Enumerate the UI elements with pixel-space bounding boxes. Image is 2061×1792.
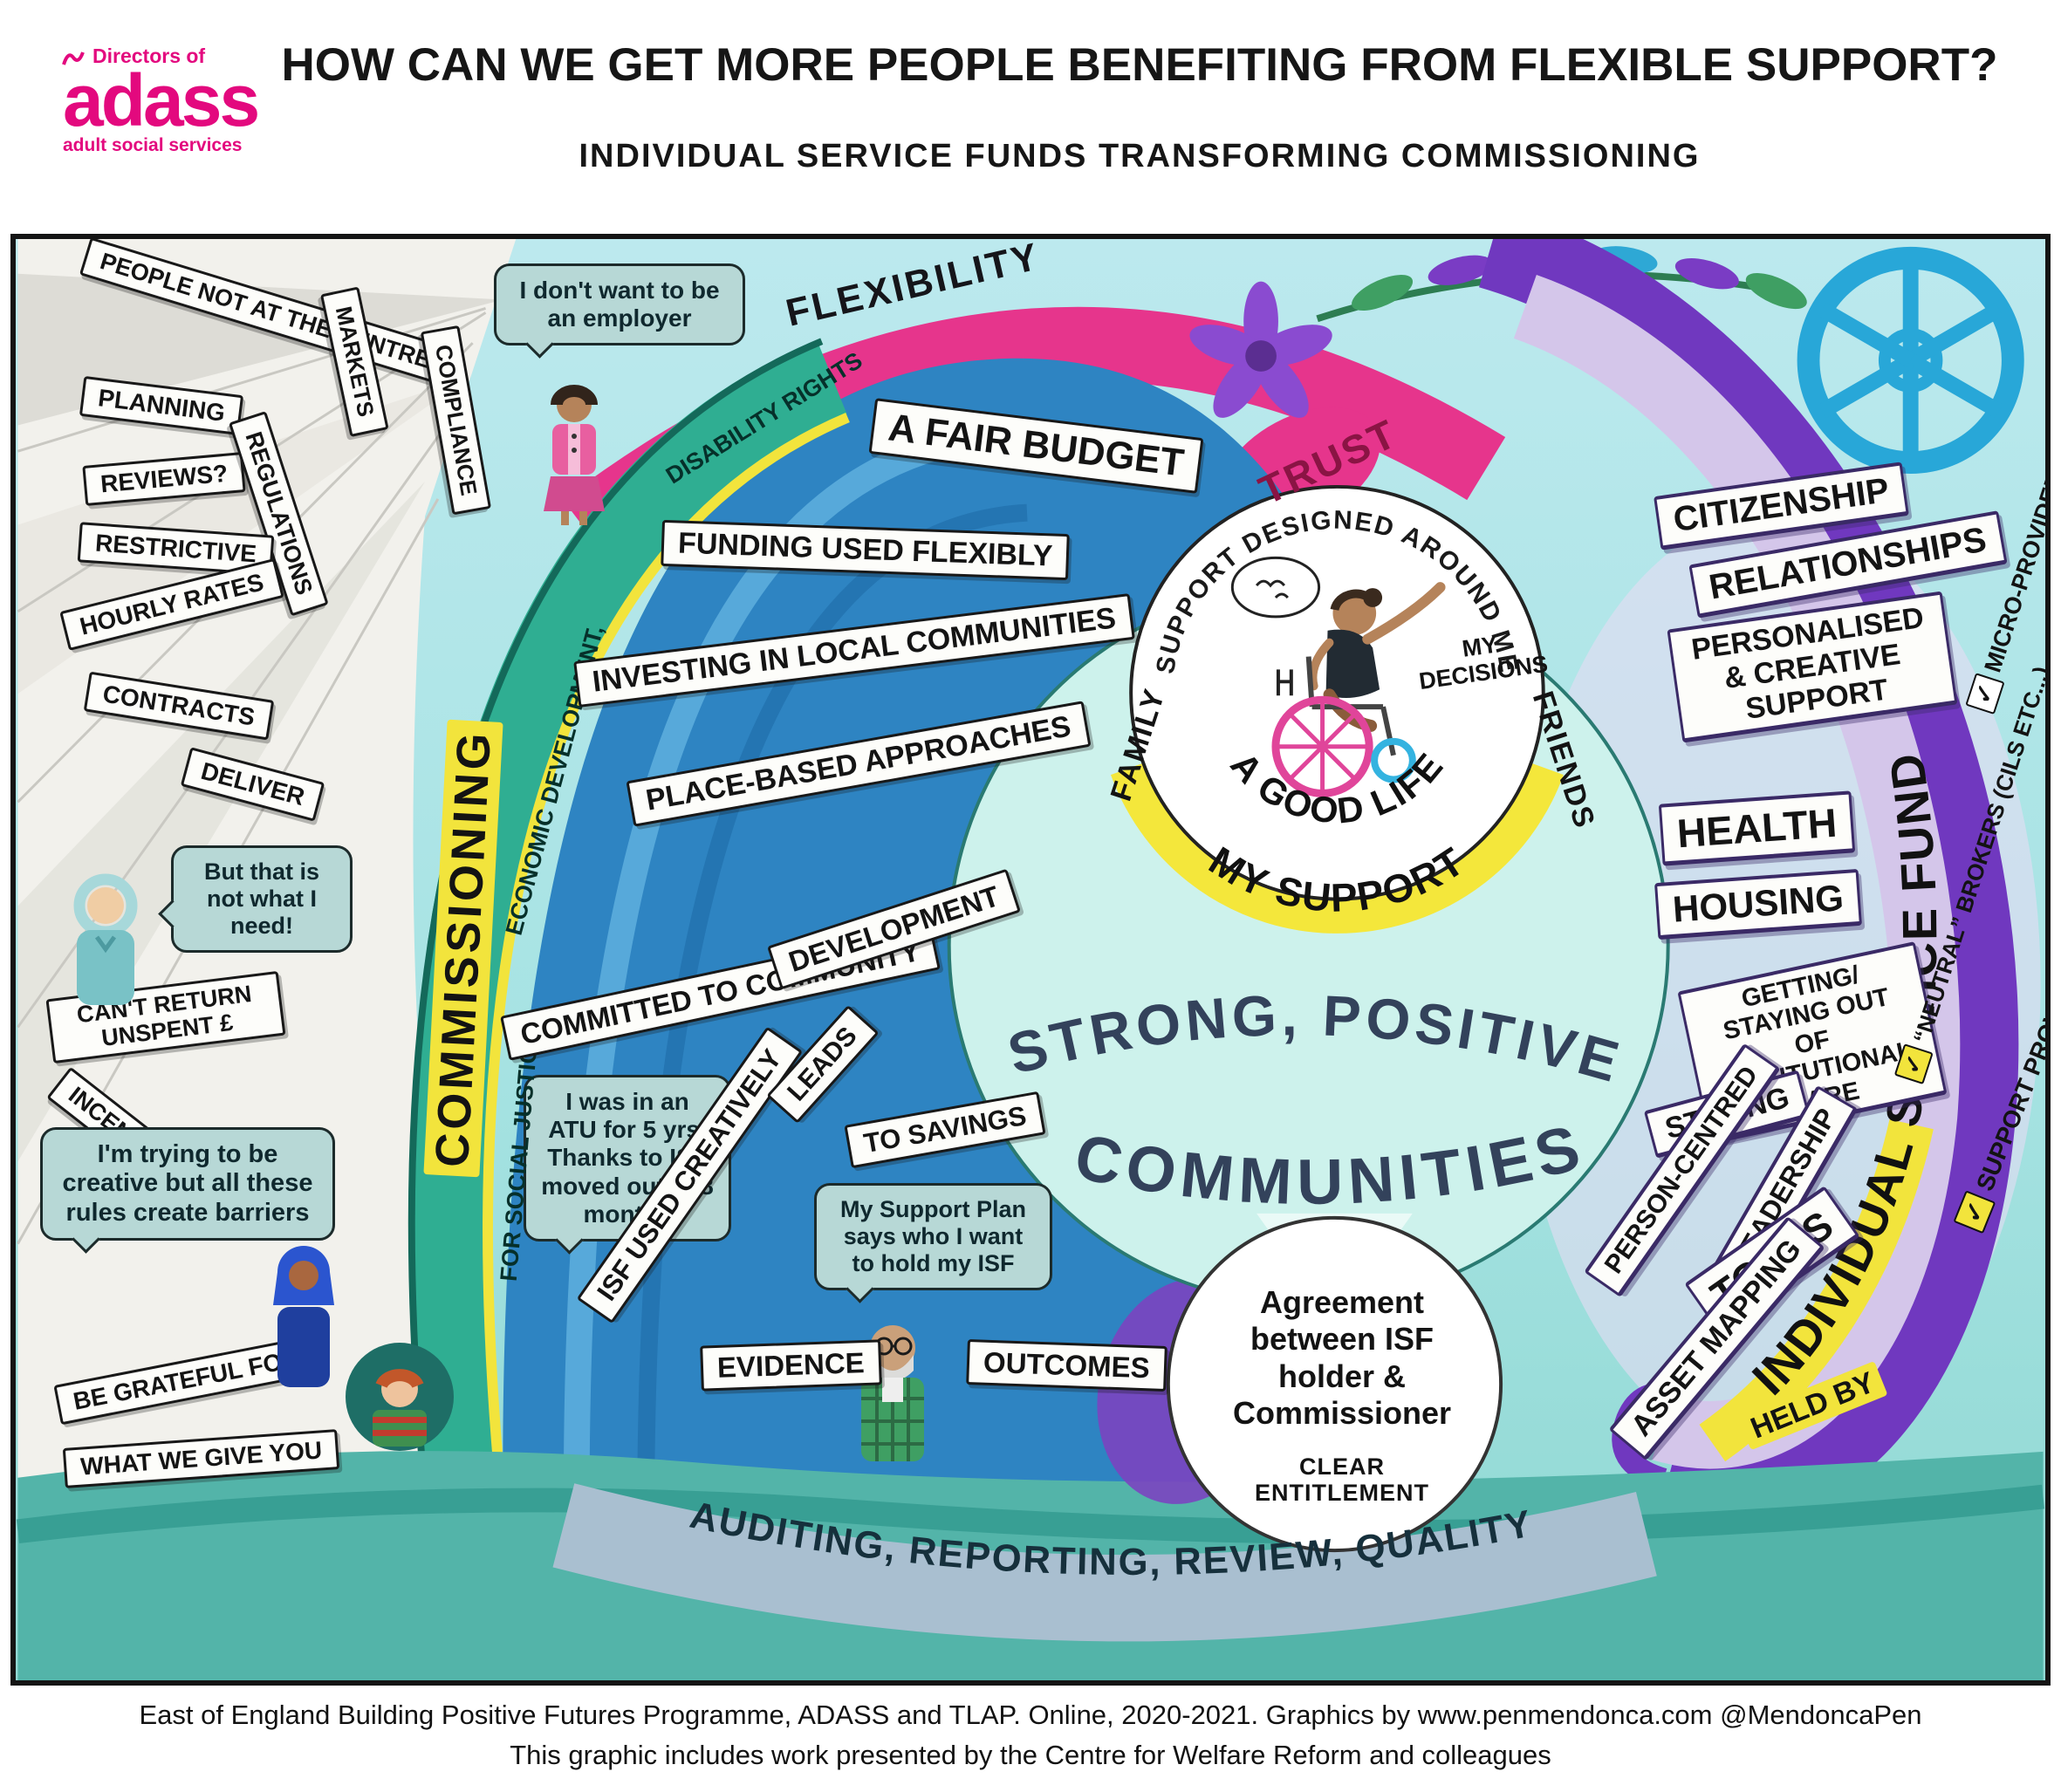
person-redhair-figure xyxy=(346,1343,454,1451)
bird-doodle xyxy=(1255,579,1289,599)
person-hooded xyxy=(58,867,154,1016)
principle-outcomes: OUTCOMES xyxy=(966,1339,1167,1392)
person-redhair xyxy=(343,1340,456,1453)
bubble-not-what-i-need: But that is not what I need! xyxy=(171,845,353,954)
person-employer xyxy=(526,379,622,527)
green-band-yellow-edge xyxy=(483,413,850,1532)
principle-evidence: EVIDENCE xyxy=(700,1339,882,1392)
page-title: HOW CAN WE GET MORE PEOPLE BENEFITING FR… xyxy=(281,39,1998,91)
logo-bottom-text: adult social services xyxy=(63,134,243,155)
blue-wheel-icon xyxy=(1797,246,2024,475)
bubble-employer: I don't want to be an employer xyxy=(494,263,745,346)
adass-logo: Directors of adass adult social services xyxy=(63,44,260,155)
bubble-support-plan: My Support Plan says who I want to hold … xyxy=(814,1183,1052,1291)
person-hijab-figure xyxy=(273,1246,334,1387)
person-hooded-figure xyxy=(73,873,138,1005)
logo-main-text: adass xyxy=(63,59,260,142)
page-subtitle: INDIVIDUAL SERVICE FUNDS TRANSFORMING CO… xyxy=(579,138,1701,174)
purple-flower-icon xyxy=(1189,281,1332,418)
footer-attribution-line: This graphic includes work presented by … xyxy=(510,1740,1551,1770)
person-older-man-figure xyxy=(861,1325,924,1461)
purple-band xyxy=(1478,239,2019,1528)
person-hijab xyxy=(256,1234,352,1391)
logo-top-text: Directors of xyxy=(92,44,206,67)
agreement-body: Agreement between ISF holder & Commissio… xyxy=(1233,1284,1452,1432)
audit-band xyxy=(552,1483,1657,1642)
adass-logo-mark-icon xyxy=(62,51,85,65)
agreement-entitlement: CLEAR ENTITLEMENT xyxy=(1255,1453,1429,1507)
agreement-circle xyxy=(1166,1215,1503,1553)
person-older-man xyxy=(832,1308,954,1482)
person-employer-figure xyxy=(544,385,605,525)
ground-wave xyxy=(16,1484,2045,1544)
footer: East of England Building Positive Future… xyxy=(0,1700,2061,1771)
wheelchair-user-icon xyxy=(1230,556,1446,797)
footer-credit-line: East of England Building Positive Future… xyxy=(139,1700,1922,1730)
yellow-crescent xyxy=(1111,757,1564,934)
header: Directors of adass adult social services… xyxy=(0,0,2061,234)
illustration: SUPPORT DESIGNED AROUND ME A GOOD LIFE M… xyxy=(10,234,2051,1686)
bubble-creative-barriers: I'm trying to be creative but all these … xyxy=(40,1127,335,1241)
h-doodle xyxy=(1276,669,1293,696)
speech-bubble-icon xyxy=(1230,556,1321,619)
